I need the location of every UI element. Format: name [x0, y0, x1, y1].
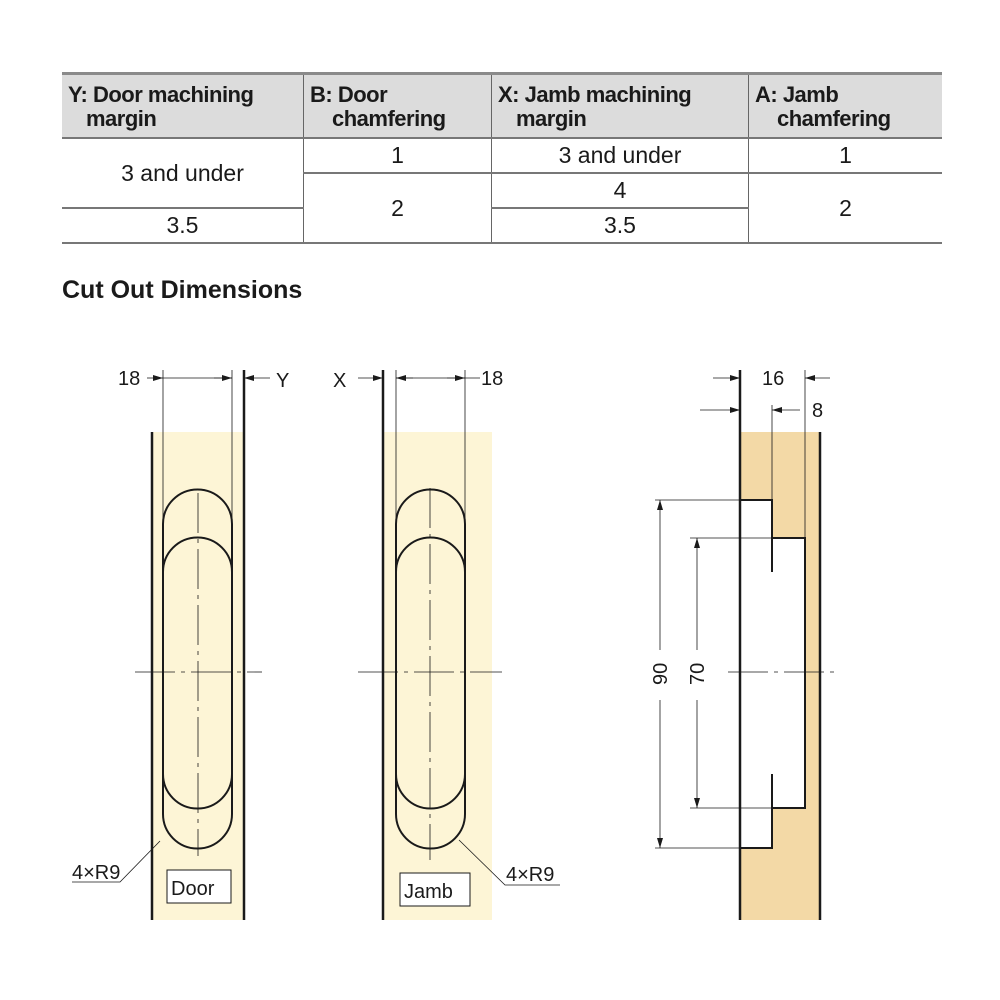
side-length-outer-label: 90 [650, 663, 672, 685]
jamb-slot-inner [395, 536, 466, 810]
cell-y-35: 3.5 [62, 208, 304, 244]
door-label: Door [171, 878, 215, 900]
side-depth-step-label: 8 [812, 400, 823, 422]
side-depth-total-label: 16 [762, 368, 784, 390]
cell-a-2: 2 [748, 173, 942, 244]
door-width-label: 18 [118, 368, 140, 390]
cell-b-2: 2 [303, 173, 492, 244]
jamb-radius-label: 4×R9 [506, 864, 554, 886]
jamb-label: Jamb [404, 881, 453, 903]
door-slot-inner [162, 536, 233, 810]
cell-x-3under: 3 and under [491, 138, 749, 174]
cell-x-35: 3.5 [491, 208, 749, 244]
jamb-fill [383, 432, 492, 920]
side-section-view [655, 370, 836, 920]
section-title: Cut Out Dimensions [62, 276, 303, 304]
jamb-width-label: 18 [481, 368, 503, 390]
door-margin-label: Y [276, 370, 289, 392]
cell-a-1: 1 [748, 138, 942, 174]
door-slot-outer [162, 488, 233, 850]
jamb-margin-label: X [333, 370, 346, 392]
cell-x-4: 4 [491, 173, 749, 209]
side-length-inner-label: 70 [687, 663, 709, 685]
door-view [72, 370, 270, 920]
cell-b-1: 1 [303, 138, 492, 174]
cell-y-3under: 3 and under [62, 138, 304, 209]
door-radius-label: 4×R9 [72, 862, 120, 884]
jamb-view [358, 370, 560, 920]
jamb-slot-outer [395, 488, 466, 850]
